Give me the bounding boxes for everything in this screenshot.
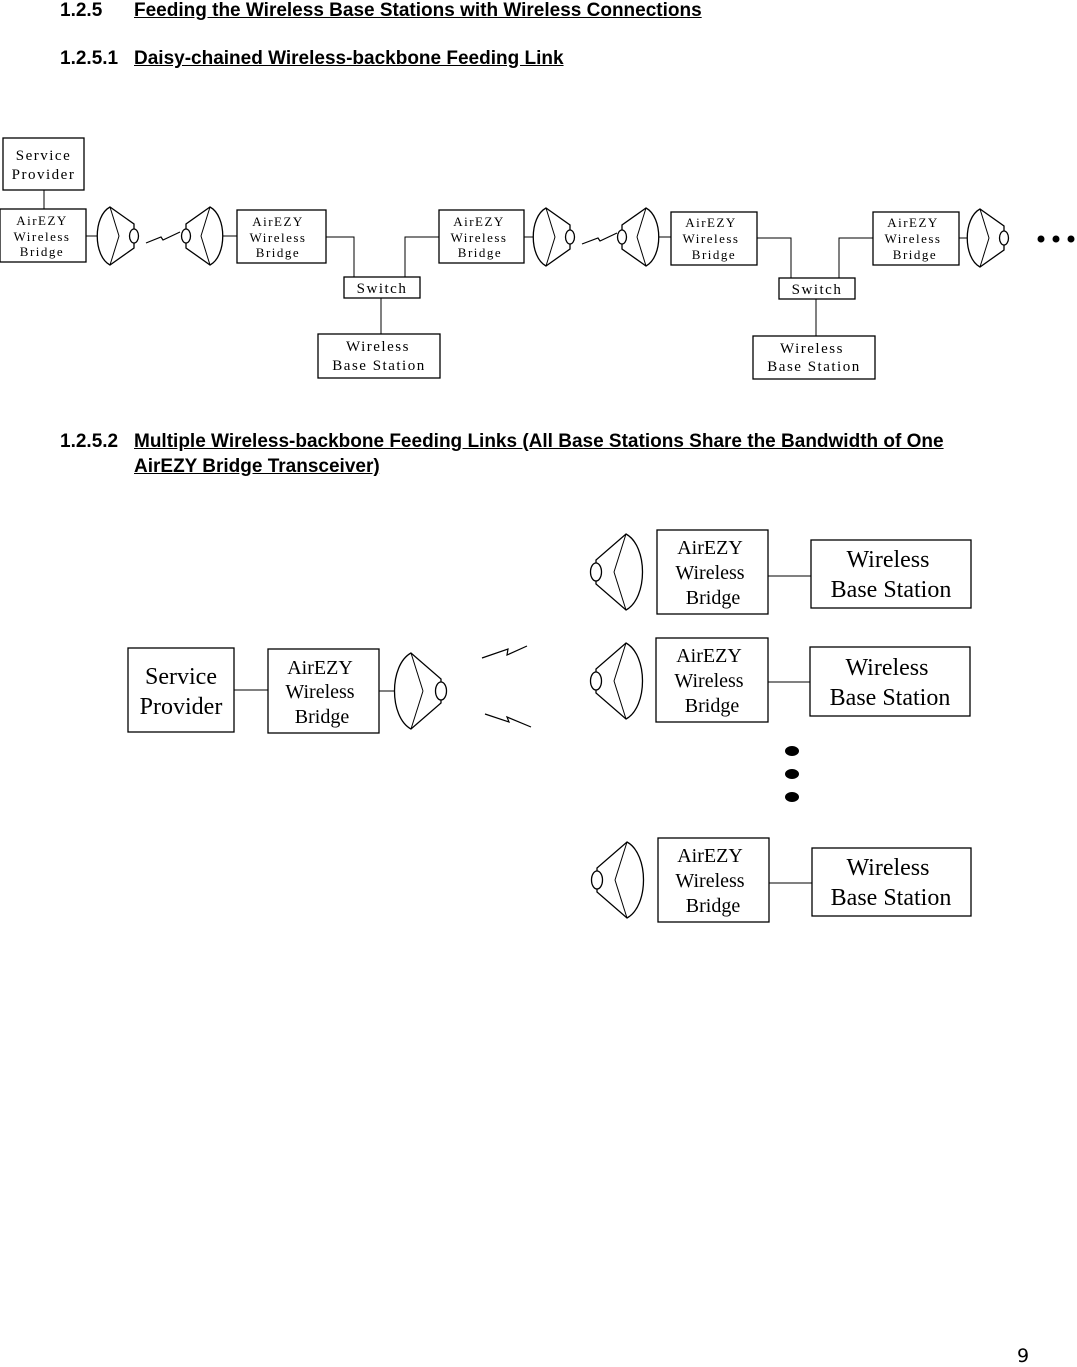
base-station-label-base-station: Base Station [767,359,860,375]
wireless-base-station-box: Wireless Base Station [752,335,876,380]
section-title-line-2: AirEZY Bridge Transceiver) [134,456,380,477]
bridge-label-airezy: AirEZY [16,213,68,228]
section-title: Daisy-chained Wireless-backbone Feeding … [134,48,564,69]
section-number: 1.2.5 [60,0,103,21]
antenna-icon [966,208,1010,268]
base-station-label-base-station: Base Station [831,885,952,911]
bridge-label-wireless: Wireless [885,231,942,246]
base-station-label-base-station: Base Station [332,358,425,374]
bridge-label-bridge: Bridge [295,706,350,728]
antenna-icon [96,206,140,266]
ellipsis-icon [1037,235,1075,243]
multiple-links-diagram: Service Provider AirEZY Wireless Bridge [127,529,972,923]
bridge-label-airezy: AirEZY [685,215,737,230]
airezy-bridge-box: AirEZY Wireless Bridge [670,211,758,266]
bridge-label-wireless: Wireless [451,230,508,245]
section-title-line-1: Multiple Wireless-backbone Feeding Links… [134,431,944,452]
base-station-label-wireless: Wireless [846,547,929,573]
radio-link-icon [145,231,181,244]
remote-antenna-icon [589,642,644,720]
bridge-label-airezy: AirEZY [252,214,304,229]
airezy-bridge-box: AirEZY Wireless Bridge [236,209,327,264]
provider-label: Provider [140,694,223,720]
wireless-base-station-box: Wireless Base Station [317,333,441,379]
wireless-base-station-box: Wireless Base Station [811,847,972,917]
bridge-label-bridge: Bridge [686,895,741,917]
base-station-label-wireless: Wireless [845,655,928,681]
remote-antenna-icon [589,533,644,611]
bridge-label-wireless: Wireless [14,229,71,244]
switch-box: Switch [778,277,856,300]
airezy-bridge-box: AirEZY Wireless Bridge [438,209,525,264]
bridge-label-airezy: AirEZY [453,214,505,229]
airezy-bridge-box: AirEZY Wireless Bridge [656,529,769,615]
section-title: Feeding the Wireless Base Stations with … [134,0,702,21]
bridge-label-airezy: AirEZY [677,845,743,867]
bridge-label-bridge: Bridge [692,247,736,262]
bridge-label-wireless: Wireless [250,230,307,245]
page-number: 9 [1017,1345,1030,1367]
wireless-base-station-box: Wireless Base Station [810,539,972,609]
airezy-bridge-box: AirEZY Wireless Bridge [0,208,87,263]
bridge-label-bridge: Bridge [458,245,502,260]
bridge-label-wireless: Wireless [675,870,744,892]
antenna-icon [616,207,660,267]
vertical-ellipsis-icon [785,746,799,802]
airezy-bridge-box: AirEZY Wireless Bridge [657,837,770,923]
base-station-label-base-station: Base Station [831,577,952,603]
bridge-label-airezy: AirEZY [887,215,939,230]
bridge-label-bridge: Bridge [20,244,64,259]
service-provider-box: Service Provider [2,137,85,191]
bridge-label-wireless: Wireless [683,231,740,246]
switch-box: Switch [343,276,421,299]
antenna-icon [532,207,576,267]
bridge-label-bridge: Bridge [686,587,741,609]
radio-link-icon [484,713,532,728]
bridge-label-wireless: Wireless [285,681,354,703]
switch-label: Switch [357,281,408,297]
switch-label: Switch [792,282,843,298]
bridge-label-bridge: Bridge [893,247,937,262]
daisy-chain-diagram: Service Provider AirEZY Wireless Bridge … [0,137,1075,380]
radio-link-icon [581,232,618,245]
remote-antenna-icon [590,841,645,919]
service-label: Service [16,148,71,164]
bridge-label-bridge: Bridge [256,245,300,260]
base-station-label-wireless: Wireless [346,339,410,355]
radio-link-icon [481,645,528,659]
bridge-label-bridge: Bridge [685,695,740,717]
bridge-label-wireless: Wireless [674,670,743,692]
base-station-label-base-station: Base Station [830,685,951,711]
service-label: Service [145,664,217,690]
antenna-icon [180,206,224,266]
bridge-label-airezy: AirEZY [676,645,742,667]
base-station-label-wireless: Wireless [846,855,929,881]
wireless-base-station-box: Wireless Base Station [809,646,971,717]
airezy-bridge-box: AirEZY Wireless Bridge [872,211,960,266]
airezy-bridge-box: AirEZY Wireless Bridge [267,648,380,734]
section-number: 1.2.5.2 [60,431,119,452]
airezy-bridge-box: AirEZY Wireless Bridge [655,637,769,723]
service-provider-box: Service Provider [127,647,235,733]
provider-label: Provider [12,167,76,183]
base-station-label-wireless: Wireless [780,341,844,357]
bridge-label-airezy: AirEZY [287,657,353,679]
bridge-label-wireless: Wireless [675,562,744,584]
antenna-icon [393,652,448,730]
bridge-label-airezy: AirEZY [677,537,743,559]
section-number: 1.2.5.1 [60,48,119,69]
